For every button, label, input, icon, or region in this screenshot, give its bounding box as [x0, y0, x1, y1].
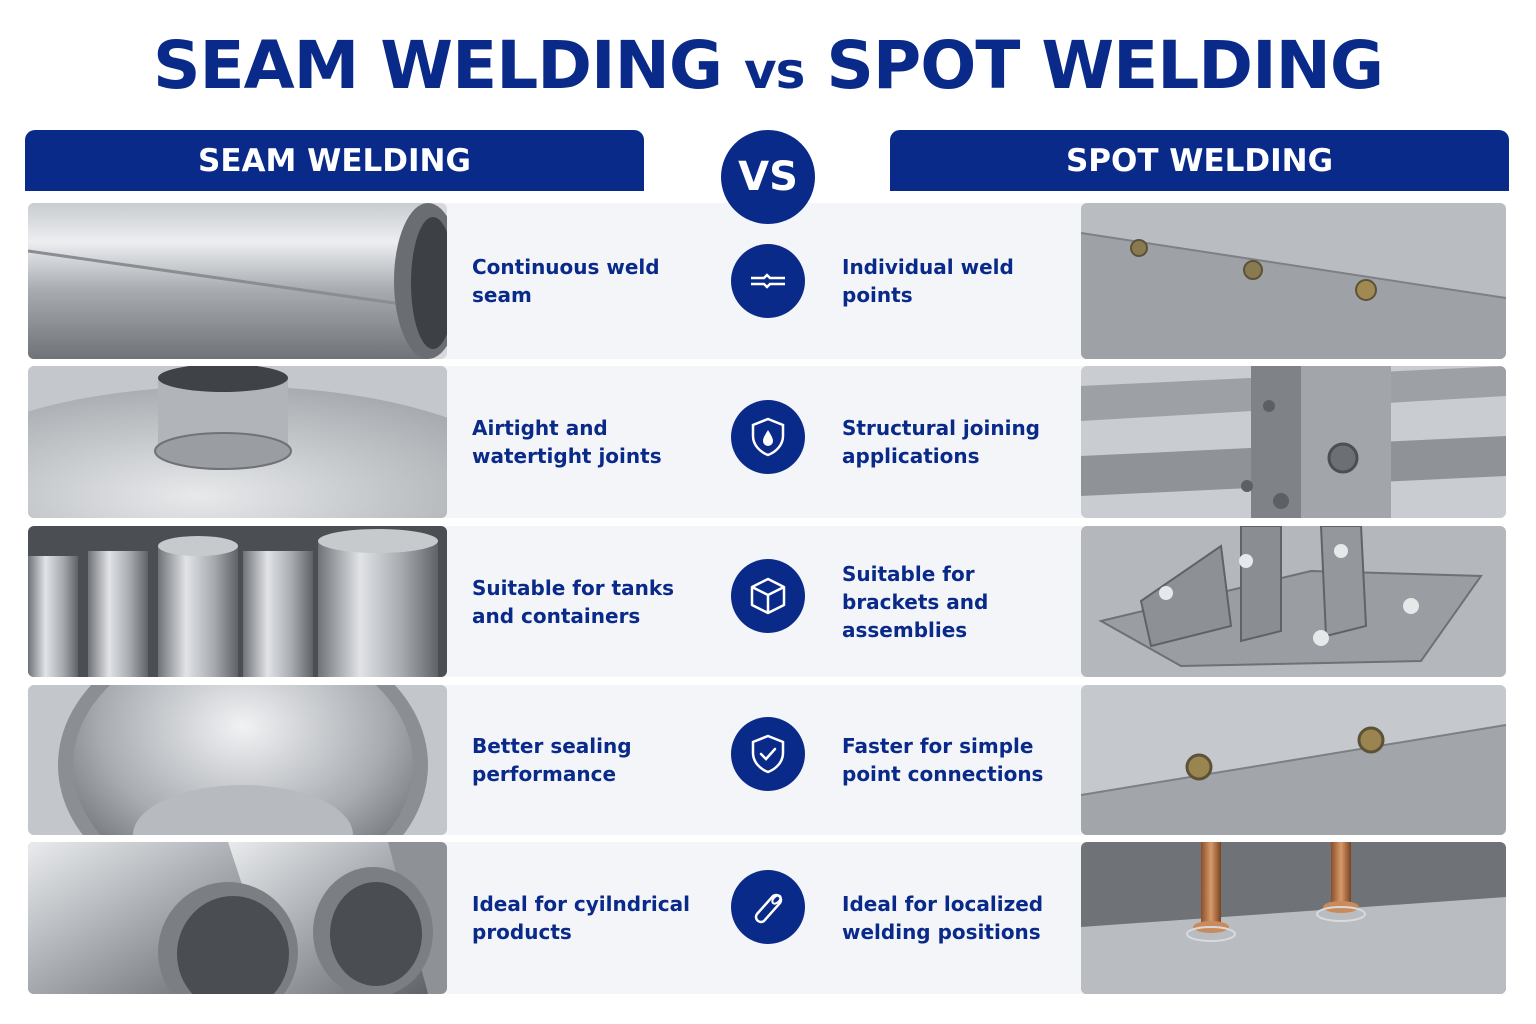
- seam-photo-bowl: [28, 685, 447, 835]
- shield-drop-icon: [731, 400, 805, 474]
- spot-feature-2: Structural joining applications: [842, 416, 1040, 468]
- spot-welding-header: SPOT WELDING: [890, 130, 1509, 191]
- seam-photo-cylinders: [28, 842, 447, 994]
- seam-feature-3: Suitable for tanks and containers: [472, 575, 675, 628]
- spot-feature-5: Ideal for localized welding positions: [842, 892, 1044, 944]
- spot-feature-4: Faster for simple point connections: [842, 734, 1044, 786]
- spot-photo-bracket: [1081, 526, 1506, 677]
- seam-feature-5: Ideal for cyilndrical products: [472, 892, 690, 944]
- spot-feature-3: Suitable for brackets and assemblies: [842, 561, 989, 642]
- spot-feature-1: Individual weld points: [842, 255, 1014, 307]
- shield-check-icon: [731, 717, 805, 791]
- spot-photo-sheet-points: [1081, 203, 1506, 359]
- title-spot: SPOT WELDING: [826, 27, 1384, 104]
- title-seam: SEAM WELDING: [152, 27, 723, 104]
- spot-photo-electrodes: [1081, 842, 1506, 994]
- seam-feature-2: Airtight and watertight joints: [472, 416, 662, 468]
- seam-photo-pipe: [28, 203, 447, 359]
- seam-feature-4: Better sealing performance: [472, 734, 632, 786]
- seam-welding-header: SEAM WELDING: [25, 130, 644, 191]
- page-title: SEAM WELDING vs SPOT WELDING: [0, 26, 1536, 111]
- vs-badge: VS: [721, 130, 815, 224]
- seam-feature-1: Continuous weld seam: [472, 255, 660, 307]
- weld-seam-icon: [731, 244, 805, 318]
- spot-photo-overlap: [1081, 685, 1506, 835]
- seam-photo-tank-top: [28, 366, 447, 518]
- title-vs: vs: [743, 42, 805, 100]
- seam-photo-tanks: [28, 526, 447, 677]
- cube-icon: [731, 559, 805, 633]
- cylinder-icon: [731, 870, 805, 944]
- spot-photo-frame: [1081, 366, 1506, 518]
